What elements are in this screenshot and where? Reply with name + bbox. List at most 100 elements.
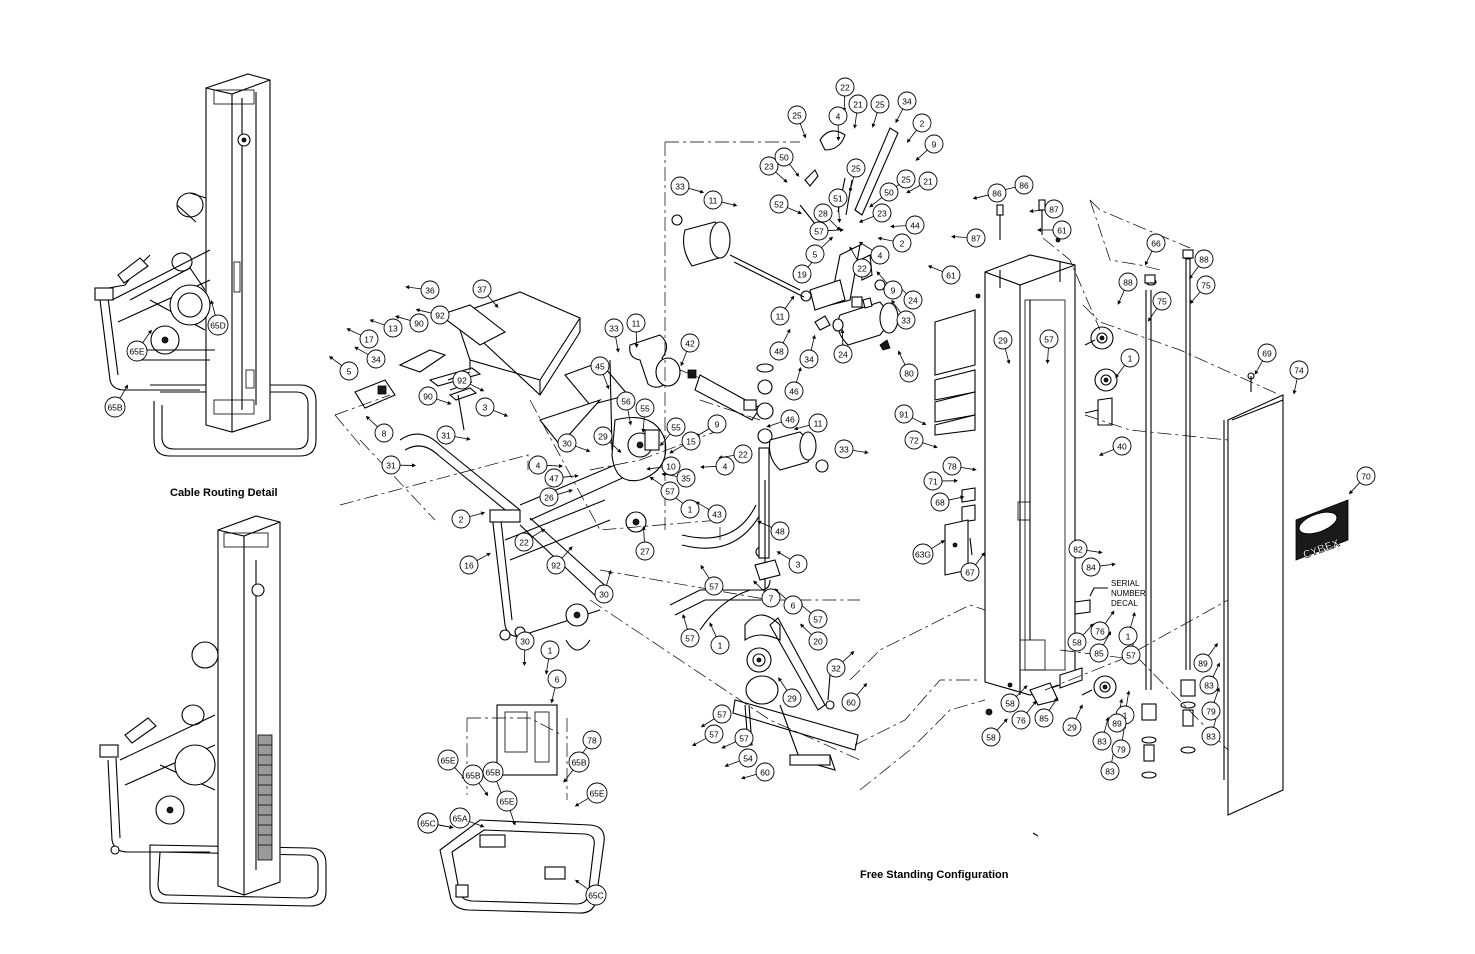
callout-circle	[1152, 291, 1172, 311]
leader-line	[852, 450, 865, 453]
leader-arrowhead	[1098, 550, 1103, 555]
callout-label: 30	[599, 590, 609, 600]
leader-line	[1104, 613, 1113, 624]
callout-bubble: 7	[761, 588, 781, 608]
callout-bubble: 37	[472, 279, 492, 299]
callout-label: 91	[899, 410, 909, 420]
leader-arrowhead	[1054, 697, 1058, 702]
callout-circle	[437, 749, 459, 771]
cable-routing-caption: Cable Routing Detail	[170, 487, 278, 499]
callout-circle	[755, 762, 775, 782]
leader-arrowhead	[405, 285, 410, 290]
callout-bubble: 30	[594, 584, 614, 604]
cable-routing-machine-drawing	[94, 73, 317, 457]
leader-line	[643, 530, 645, 543]
leader-line	[1213, 691, 1219, 703]
leader-line	[698, 428, 710, 436]
callout-circle	[359, 329, 379, 349]
callout-label: 76	[1016, 716, 1026, 726]
callout-label: 55	[671, 423, 681, 433]
leader-line	[960, 467, 973, 470]
callout-label: 65E	[499, 797, 514, 807]
callout-circle	[848, 94, 868, 114]
callout-label: 43	[712, 510, 722, 520]
leader-arrowhead	[494, 303, 499, 308]
leader-line	[744, 774, 757, 779]
callout-circle	[707, 414, 727, 434]
callout-circle	[207, 314, 229, 336]
callout-bubble: 46	[780, 409, 800, 429]
leader-arrowhead	[1045, 359, 1050, 364]
leader-arrowhead	[669, 449, 674, 454]
callout-label: 13	[388, 324, 398, 334]
callout-bubble: 83	[1201, 726, 1221, 746]
leader-arrowhead	[479, 823, 485, 828]
leader-arrowhead	[449, 825, 454, 829]
callout-bubble: 57	[712, 704, 732, 724]
leader-line	[662, 433, 671, 444]
leader-line	[911, 417, 924, 424]
leader-arrowhead	[649, 476, 654, 481]
callout-label: 57	[1044, 335, 1054, 345]
callout-circle	[813, 203, 833, 223]
leader-arrowhead	[811, 334, 816, 340]
callout-circle	[482, 761, 504, 783]
serial-note-line-2: NUMBER	[1111, 589, 1146, 598]
leader-line	[931, 541, 942, 549]
callout-circle	[1289, 360, 1309, 380]
callout-circle	[1011, 710, 1031, 730]
callout-bubble: 71	[923, 471, 943, 491]
callout-label: 46	[789, 387, 799, 397]
callout-label: 88	[1123, 278, 1133, 288]
callout-circle	[799, 349, 819, 369]
callout-bubble: 57	[660, 481, 680, 501]
leader-arrowhead	[147, 329, 152, 335]
callout-circle	[704, 724, 724, 744]
leader-line	[454, 436, 467, 440]
leader-arrowhead	[1254, 370, 1259, 375]
callout-bubble: 69	[1257, 343, 1277, 363]
callout-bubble: 87	[966, 228, 986, 248]
callout-circle	[834, 439, 854, 459]
callout-circle	[770, 521, 790, 541]
leader-arrowhead	[972, 467, 977, 472]
callout-label: 90	[414, 319, 424, 329]
callout-label: 57	[717, 710, 727, 720]
callout-bubble: 56	[616, 391, 636, 411]
leader-arrowhead	[753, 580, 758, 585]
callout-circle	[452, 370, 472, 390]
callout-circle	[792, 264, 812, 284]
callout-label: 75	[1157, 297, 1167, 307]
callout-circle	[680, 333, 700, 353]
callout-label: 88	[1199, 255, 1209, 265]
leader-line	[918, 149, 928, 159]
leader-line	[948, 497, 961, 501]
leader-arrowhead	[700, 723, 706, 728]
callout-bubble: 2	[892, 233, 912, 253]
callout-bubble: 60	[755, 762, 775, 782]
leader-line	[829, 219, 839, 229]
callout-label: 20	[813, 637, 823, 647]
callout-label: 22	[738, 450, 748, 460]
leader-line	[577, 881, 589, 890]
leader-line	[478, 782, 487, 794]
leader-arrowhead	[447, 401, 452, 405]
callout-circle	[1193, 653, 1213, 673]
callout-bubble: 9	[707, 414, 727, 434]
callout-bubble: 11	[808, 413, 828, 433]
callout-bubble: 25	[787, 105, 807, 125]
leader-line	[436, 398, 448, 404]
callout-bubble: 40	[1112, 436, 1132, 456]
callout-circle	[409, 313, 429, 333]
callout-circle	[903, 290, 923, 310]
leader-line	[931, 266, 943, 272]
callout-circle	[1356, 466, 1376, 486]
leader-arrowhead	[869, 203, 874, 208]
callout-bubble: 57	[734, 728, 754, 748]
callout-bubble: 9	[883, 280, 903, 300]
callout-circle	[896, 310, 916, 330]
leader-line	[1212, 665, 1219, 678]
leader-line	[704, 466, 717, 468]
callout-label: 7	[769, 594, 774, 604]
callout-circle	[1121, 645, 1141, 665]
